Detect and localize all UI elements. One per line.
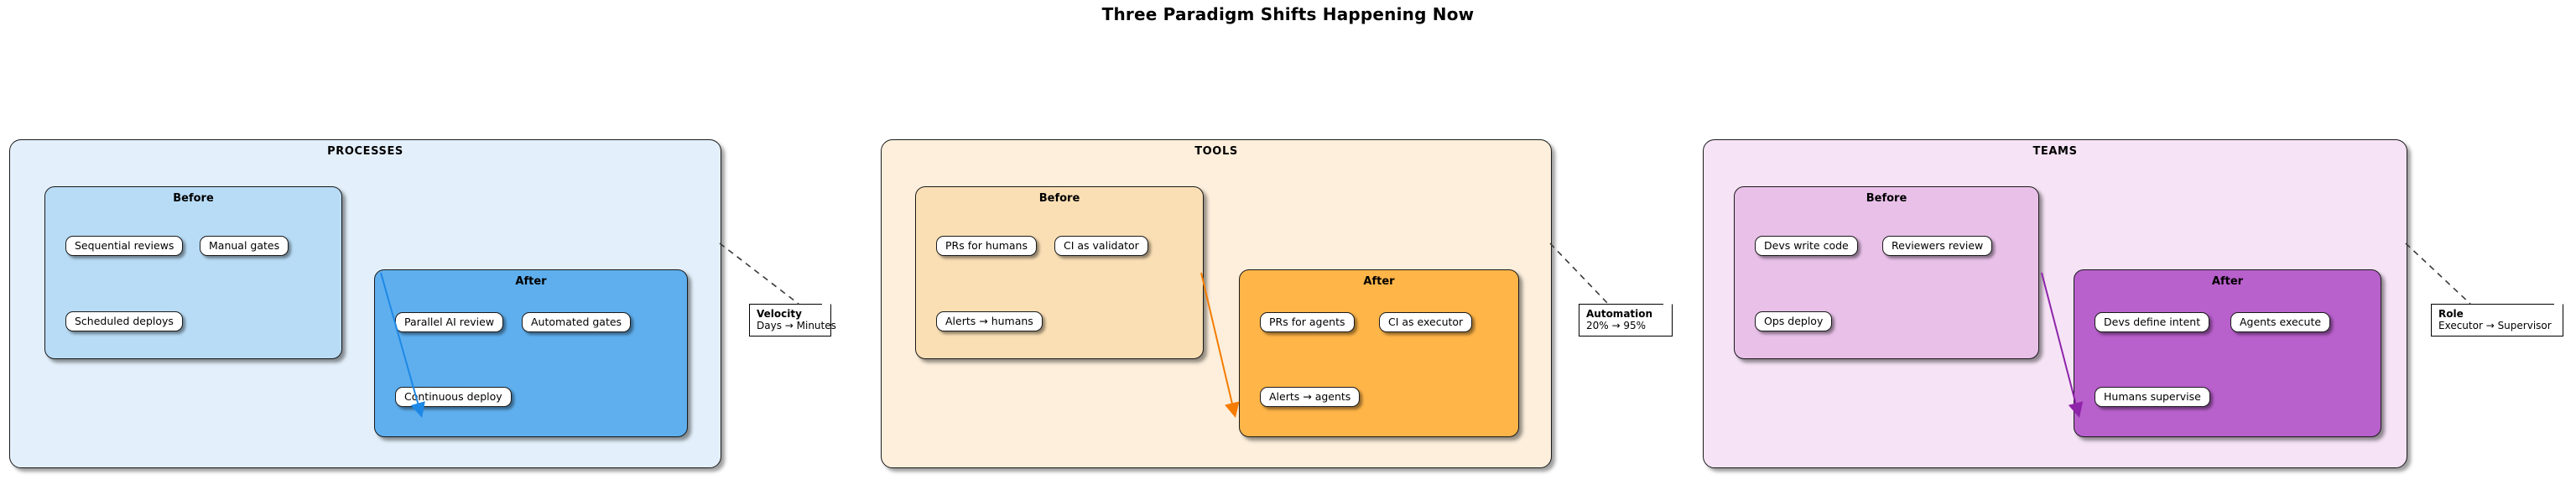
item-pill[interactable]: PRs for agents xyxy=(1260,312,1355,332)
note-fold-icon xyxy=(822,304,831,313)
phase-box-teams-before[interactable]: Before Devs write code Reviewers review … xyxy=(1734,186,2039,359)
note-leader-automation xyxy=(1549,243,1609,305)
item-pill[interactable]: PRs for humans xyxy=(936,236,1037,256)
group-panel-processes[interactable]: PROCESSES Before Sequential reviews Manu… xyxy=(9,139,721,468)
item-pill[interactable]: Devs write code xyxy=(1755,236,1858,256)
item-pill[interactable]: Parallel AI review xyxy=(395,312,504,332)
item-pill[interactable]: Humans supervise xyxy=(2095,387,2210,407)
note-title: Role xyxy=(2438,308,2464,320)
group-title-processes: PROCESSES xyxy=(327,145,403,158)
item-pill[interactable]: CI as validator xyxy=(1054,236,1148,256)
group-panel-teams[interactable]: TEAMS Before Devs write code Reviewers r… xyxy=(1703,139,2407,468)
item-pill[interactable]: Reviewers review xyxy=(1882,236,1993,256)
note-title: Velocity xyxy=(757,308,802,320)
item-pill[interactable]: Scheduled deploys xyxy=(65,311,183,331)
note-leader-velocity xyxy=(719,243,799,305)
phase-title-before: Before xyxy=(1866,192,1907,205)
phase-title-before: Before xyxy=(1038,192,1080,205)
item-pill[interactable]: Continuous deploy xyxy=(395,387,512,407)
note-body: 20% → 95% xyxy=(1586,320,1647,331)
item-pill[interactable]: Manual gates xyxy=(200,236,289,256)
phase-box-processes-after[interactable]: After Parallel AI review Automated gates… xyxy=(374,269,688,437)
group-panel-tools[interactable]: TOOLS Before PRs for humans CI as valida… xyxy=(881,139,1552,468)
item-pill[interactable]: CI as executor xyxy=(1379,312,1473,332)
phase-title-after: After xyxy=(515,275,547,288)
phase-box-processes-before[interactable]: Before Sequential reviews Manual gates S… xyxy=(44,186,342,359)
note-role[interactable]: Role Executor → Supervisor xyxy=(2431,304,2563,337)
phase-box-tools-before[interactable]: Before PRs for humans CI as validator Al… xyxy=(915,186,1204,359)
phase-title-after: After xyxy=(2211,275,2244,288)
note-velocity[interactable]: Velocity Days → Minutes xyxy=(749,304,836,337)
group-title-tools: TOOLS xyxy=(1194,145,1238,158)
phase-box-tools-after[interactable]: After PRs for agents CI as executor Aler… xyxy=(1239,269,1519,437)
item-pill[interactable]: Alerts → agents xyxy=(1260,387,1361,407)
note-body: Executor → Supervisor xyxy=(2438,320,2552,331)
note-fold-icon xyxy=(1663,304,1673,313)
item-pill[interactable]: Agents execute xyxy=(2230,312,2331,332)
phase-title-after: After xyxy=(1363,275,1395,288)
phase-box-teams-after[interactable]: After Devs define intent Agents execute … xyxy=(2074,269,2381,437)
item-pill[interactable]: Ops deploy xyxy=(1755,311,1833,331)
phase-title-before: Before xyxy=(173,192,214,205)
note-fold-icon xyxy=(2554,304,2563,313)
note-body: Days → Minutes xyxy=(757,320,836,331)
note-automation[interactable]: Automation 20% → 95% xyxy=(1579,304,1673,337)
note-leader-role xyxy=(2405,243,2471,305)
item-pill[interactable]: Alerts → humans xyxy=(936,311,1043,331)
item-pill[interactable]: Automated gates xyxy=(522,312,632,332)
item-pill[interactable]: Devs define intent xyxy=(2095,312,2210,332)
group-title-teams: TEAMS xyxy=(2032,145,2078,158)
page-title: Three Paradigm Shifts Happening Now xyxy=(1101,4,1475,24)
note-title: Automation xyxy=(1586,308,1653,320)
item-pill[interactable]: Sequential reviews xyxy=(65,236,184,256)
